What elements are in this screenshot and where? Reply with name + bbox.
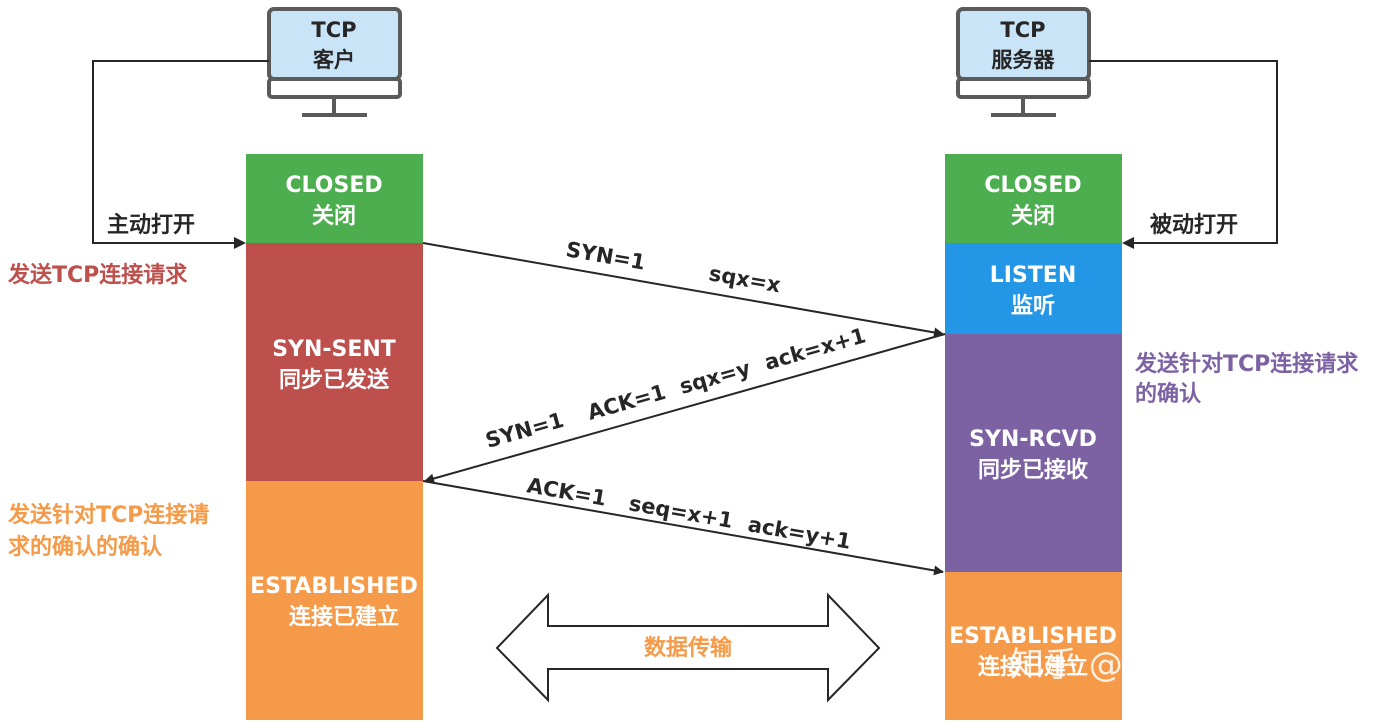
server-state-syn-rcvd xyxy=(945,334,1122,572)
client-confirm-label-line1: 发送针对TCP连接请 xyxy=(7,502,209,528)
data-transfer-double-arrow: 数据传输 xyxy=(495,592,881,703)
client-state-syn-sent-zh: 同步已发送 xyxy=(279,367,389,393)
server-state-column: CLOSED 关闭 LISTEN 监听 SYN-RCVD 同步已接收 ESTAB… xyxy=(945,154,1122,720)
server-state-closed xyxy=(945,154,1122,243)
client-title-line2: 客户 xyxy=(313,48,355,72)
client-state-syn-sent-en: SYN-SENT xyxy=(272,337,396,362)
client-confirm-label-line2: 求的确认的确认 xyxy=(8,534,162,560)
client-state-established-zh: 连接已建立 xyxy=(289,604,399,630)
server-state-syn-rcvd-en: SYN-RCVD xyxy=(969,427,1097,452)
active-open-label: 主动打开 xyxy=(107,213,195,238)
server-state-established xyxy=(945,572,1122,720)
client-state-closed-zh: 关闭 xyxy=(312,204,356,229)
client-title-line1: TCP xyxy=(311,18,356,42)
passive-open-label: 被动打开 xyxy=(1150,213,1238,238)
msg2-ack-flag: ACK=1 xyxy=(585,380,669,425)
server-ack-label-line2: 的确认 xyxy=(1135,381,1201,407)
server-state-listen xyxy=(945,243,1122,334)
client-state-closed-en: CLOSED xyxy=(285,173,382,198)
active-open-connector: 主动打开 xyxy=(92,60,269,249)
msg1-seq: sqx=x xyxy=(707,261,783,297)
server-state-closed-en: CLOSED xyxy=(984,173,1081,198)
server-state-listen-en: LISTEN xyxy=(990,263,1077,288)
server-state-syn-rcvd-zh: 同步已接收 xyxy=(978,457,1088,483)
syn-ack-message-arrow: SYN=1 ACK=1 sqx=y ack=x+1 xyxy=(424,323,946,484)
msg3-ack-flag: ACK=1 xyxy=(525,473,608,510)
client-state-syn-sent xyxy=(246,243,423,481)
watermark: 知乎 @听风念你yo xyxy=(1010,645,1300,685)
server-state-established-en: ESTABLISHED xyxy=(949,624,1117,649)
server-state-listen-zh: 监听 xyxy=(1011,293,1055,319)
client-state-established xyxy=(246,481,423,720)
msg2-syn: SYN=1 xyxy=(483,408,567,453)
data-transfer-label: 数据传输 xyxy=(644,635,733,661)
client-state-column: CLOSED 关闭 SYN-SENT 同步已发送 ESTABLISHED 连接已… xyxy=(246,154,423,720)
server-state-closed-zh: 关闭 xyxy=(1011,204,1055,229)
server-state-established-zh: 连接已建立 xyxy=(978,654,1088,680)
msg2-ack-num: ack=x+1 xyxy=(762,323,869,374)
client-state-established-en: ESTABLISHED xyxy=(250,574,418,599)
server-monitor-icon: TCP 服务器 xyxy=(956,7,1091,117)
server-title-line2: 服务器 xyxy=(992,48,1056,72)
passive-open-connector: 被动打开 xyxy=(1089,60,1278,249)
client-monitor-icon: TCP 客户 xyxy=(267,7,402,117)
client-state-closed xyxy=(246,154,423,243)
server-ack-label-line1: 发送针对TCP连接请求 xyxy=(1134,351,1358,377)
syn-message-arrow: SYN=1 sqx=x xyxy=(422,237,944,338)
server-title-line1: TCP xyxy=(1000,18,1045,42)
client-send-label: 发送TCP连接请求 xyxy=(7,262,187,288)
ack-message-arrow: ACK=1 seq=x+1 ack=y+1 xyxy=(422,473,944,576)
